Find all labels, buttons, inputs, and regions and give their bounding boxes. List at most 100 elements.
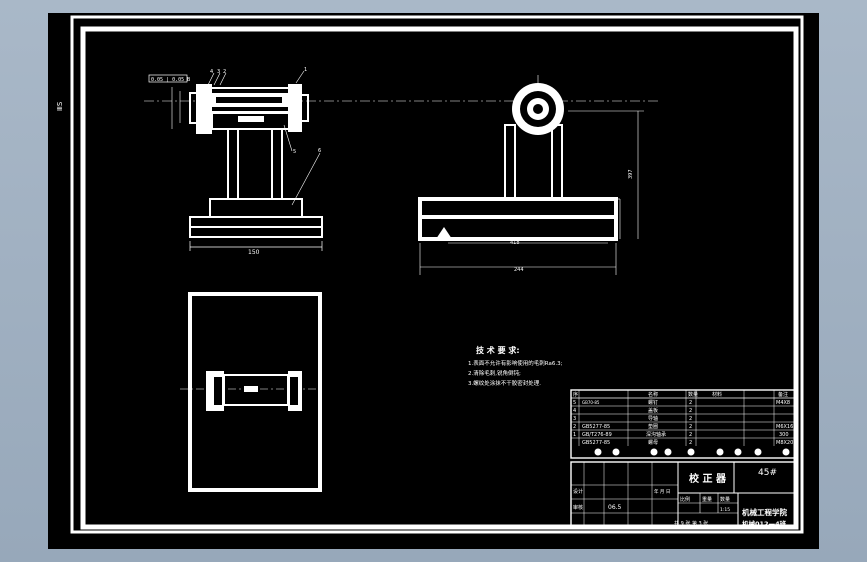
bom-cell-note: M6X16 <box>776 424 793 430</box>
side-view: 397 418 244 <box>418 75 644 275</box>
bom-cell-no: 1 <box>573 432 576 438</box>
leader-1 <box>295 70 305 84</box>
shaft-bore <box>216 97 282 103</box>
bom-row: 3 导轴 2 <box>573 415 692 422</box>
bom-cell-no: 5 <box>573 400 576 406</box>
tech-req-item-2: 2.清除毛刺,锐角倒钝; <box>468 369 521 377</box>
bom-cell-qty: 2 <box>689 408 692 414</box>
date: 06.5 <box>608 504 622 511</box>
bom-header-material: 材料 <box>712 391 722 398</box>
bom-marker <box>782 448 790 456</box>
top-left-cap-hole <box>214 377 222 405</box>
bom-marker-row <box>594 448 790 456</box>
balloon-4: 4 <box>210 69 213 75</box>
bom-marker <box>734 448 742 456</box>
bom-cell-name: 盖板 <box>648 407 658 414</box>
right-nut <box>299 94 309 122</box>
balloon-6: 6 <box>318 148 321 154</box>
bom-marker <box>687 448 695 456</box>
leader-2 <box>219 72 227 86</box>
left-end-cap <box>196 84 212 134</box>
bom-cell-qty: 2 <box>689 400 692 406</box>
dim-width: 150 <box>248 249 260 256</box>
leader-5 <box>283 124 293 152</box>
bom-header-name: 名称 <box>648 391 658 398</box>
bom-cell-qty: 2 <box>689 424 692 430</box>
top-key <box>244 386 258 392</box>
dim-side-width: 244 <box>514 267 524 273</box>
scale-value: 1:15 <box>720 507 730 513</box>
checker-label: 审核 <box>573 504 583 511</box>
outer-border <box>70 15 804 534</box>
bom-table: 序 名称 数量 材料 备注 5 GB70-85 螺钉 2 M4X8 4 盖板 2… <box>570 389 797 459</box>
drawing-no: 机械012—4班 <box>742 519 787 528</box>
top-right-cap-hole <box>290 377 298 405</box>
balloon-1: 1 <box>304 67 307 73</box>
tech-req-title: 技 术 要 求: <box>476 345 520 355</box>
bom-cell-qty: 2 <box>689 432 692 438</box>
bom-cell-note: 300 <box>779 432 789 438</box>
bom-cell-name: 深沟轴承 <box>646 431 666 438</box>
side-left-column <box>504 124 516 200</box>
bom-cell-code: GB/T276-89 <box>582 432 612 438</box>
bom-marker <box>664 448 672 456</box>
upper-base <box>209 198 303 218</box>
tech-requirements: 技 术 要 求: 1.表面不允许有影响使用的毛刺Ra6.3; 2.清除毛刺,锐角… <box>468 345 563 387</box>
tech-req-item-1: 1.表面不允许有影响使用的毛刺Ra6.3; <box>468 359 563 367</box>
bom-cell-no: 2 <box>573 424 576 430</box>
unit-label: 年 月 日 <box>654 488 670 495</box>
shaft-key <box>238 116 264 122</box>
bom-cell-code: GB5277-85 <box>582 440 610 446</box>
left-column <box>227 128 239 200</box>
left-nut <box>189 92 199 124</box>
bom-row: 2 GB5277-85 垫圈 2 M6X16 <box>573 423 793 430</box>
bom-marker <box>612 448 620 456</box>
dim-inner: 418 <box>510 240 520 246</box>
bom-cell-name: 导轴 <box>648 415 658 422</box>
side-label: ⅢS <box>56 101 64 111</box>
bom-header-no: 序 <box>573 391 578 398</box>
bom-cell-no: 3 <box>573 416 576 422</box>
bom-row: GB5277-85 螺母 2 M8X20 <box>582 439 793 446</box>
roller-bore <box>533 104 543 114</box>
part-name: 校 正 器 <box>689 472 727 485</box>
balloon-5: 5 <box>293 149 296 155</box>
bom-cell-name: 螺母 <box>648 439 658 446</box>
scale-label: 比例 <box>680 496 690 503</box>
bom-marker <box>716 448 724 456</box>
qty-label: 数量 <box>720 496 730 503</box>
bearing-block <box>211 112 291 130</box>
leader-3 <box>213 72 221 86</box>
bom-cell-code: GB70-85 <box>582 400 600 405</box>
front-view: 150 0.05 | 0.05 B 4 3 2 1 5 6 <box>144 67 658 256</box>
tolerance-text: 0.05 | 0.05 B <box>151 77 190 83</box>
bom-marker <box>594 448 602 456</box>
bom-cell-note: M4X8 <box>776 400 790 406</box>
tolerance-frame <box>148 74 188 83</box>
designer-label: 设计 <box>573 488 583 495</box>
bom-cell-name: 垫圈 <box>648 423 658 430</box>
bom-cell-code: GB5277-85 <box>582 424 610 430</box>
leader-6 <box>291 152 321 206</box>
balloon-2: 2 <box>223 69 226 75</box>
bom-marker <box>650 448 658 456</box>
inner-border <box>80 26 799 530</box>
cad-viewport[interactable]: ⅢS 150 0.05 | 0.05 B 4 <box>48 13 819 549</box>
bom-cell-name: 螺钉 <box>648 399 658 406</box>
bom-header-qty: 数量 <box>688 391 698 398</box>
bom-cell-qty: 2 <box>689 416 692 422</box>
bom-header-note: 备注 <box>778 391 788 398</box>
weight-label: 重量 <box>702 496 712 503</box>
drawing-sheet: ⅢS 150 0.05 | 0.05 B 4 <box>56 15 804 534</box>
right-end-cap <box>288 84 302 132</box>
bom-row: 4 盖板 2 <box>573 407 692 414</box>
datum-triangle <box>436 227 452 239</box>
bom-marker <box>754 448 762 456</box>
right-column <box>271 128 283 200</box>
sheet-info: 共 9 张 第 3 张 <box>674 520 708 527</box>
bom-cell-qty: 2 <box>689 440 692 446</box>
tech-req-item-3: 3.螺纹处涂抹不干胶密封处理. <box>468 379 541 387</box>
balloon-3: 3 <box>217 69 220 75</box>
bom-row: 1 GB/T276-89 深沟轴承 2 300 <box>573 431 789 438</box>
top-base-outline <box>188 292 322 492</box>
